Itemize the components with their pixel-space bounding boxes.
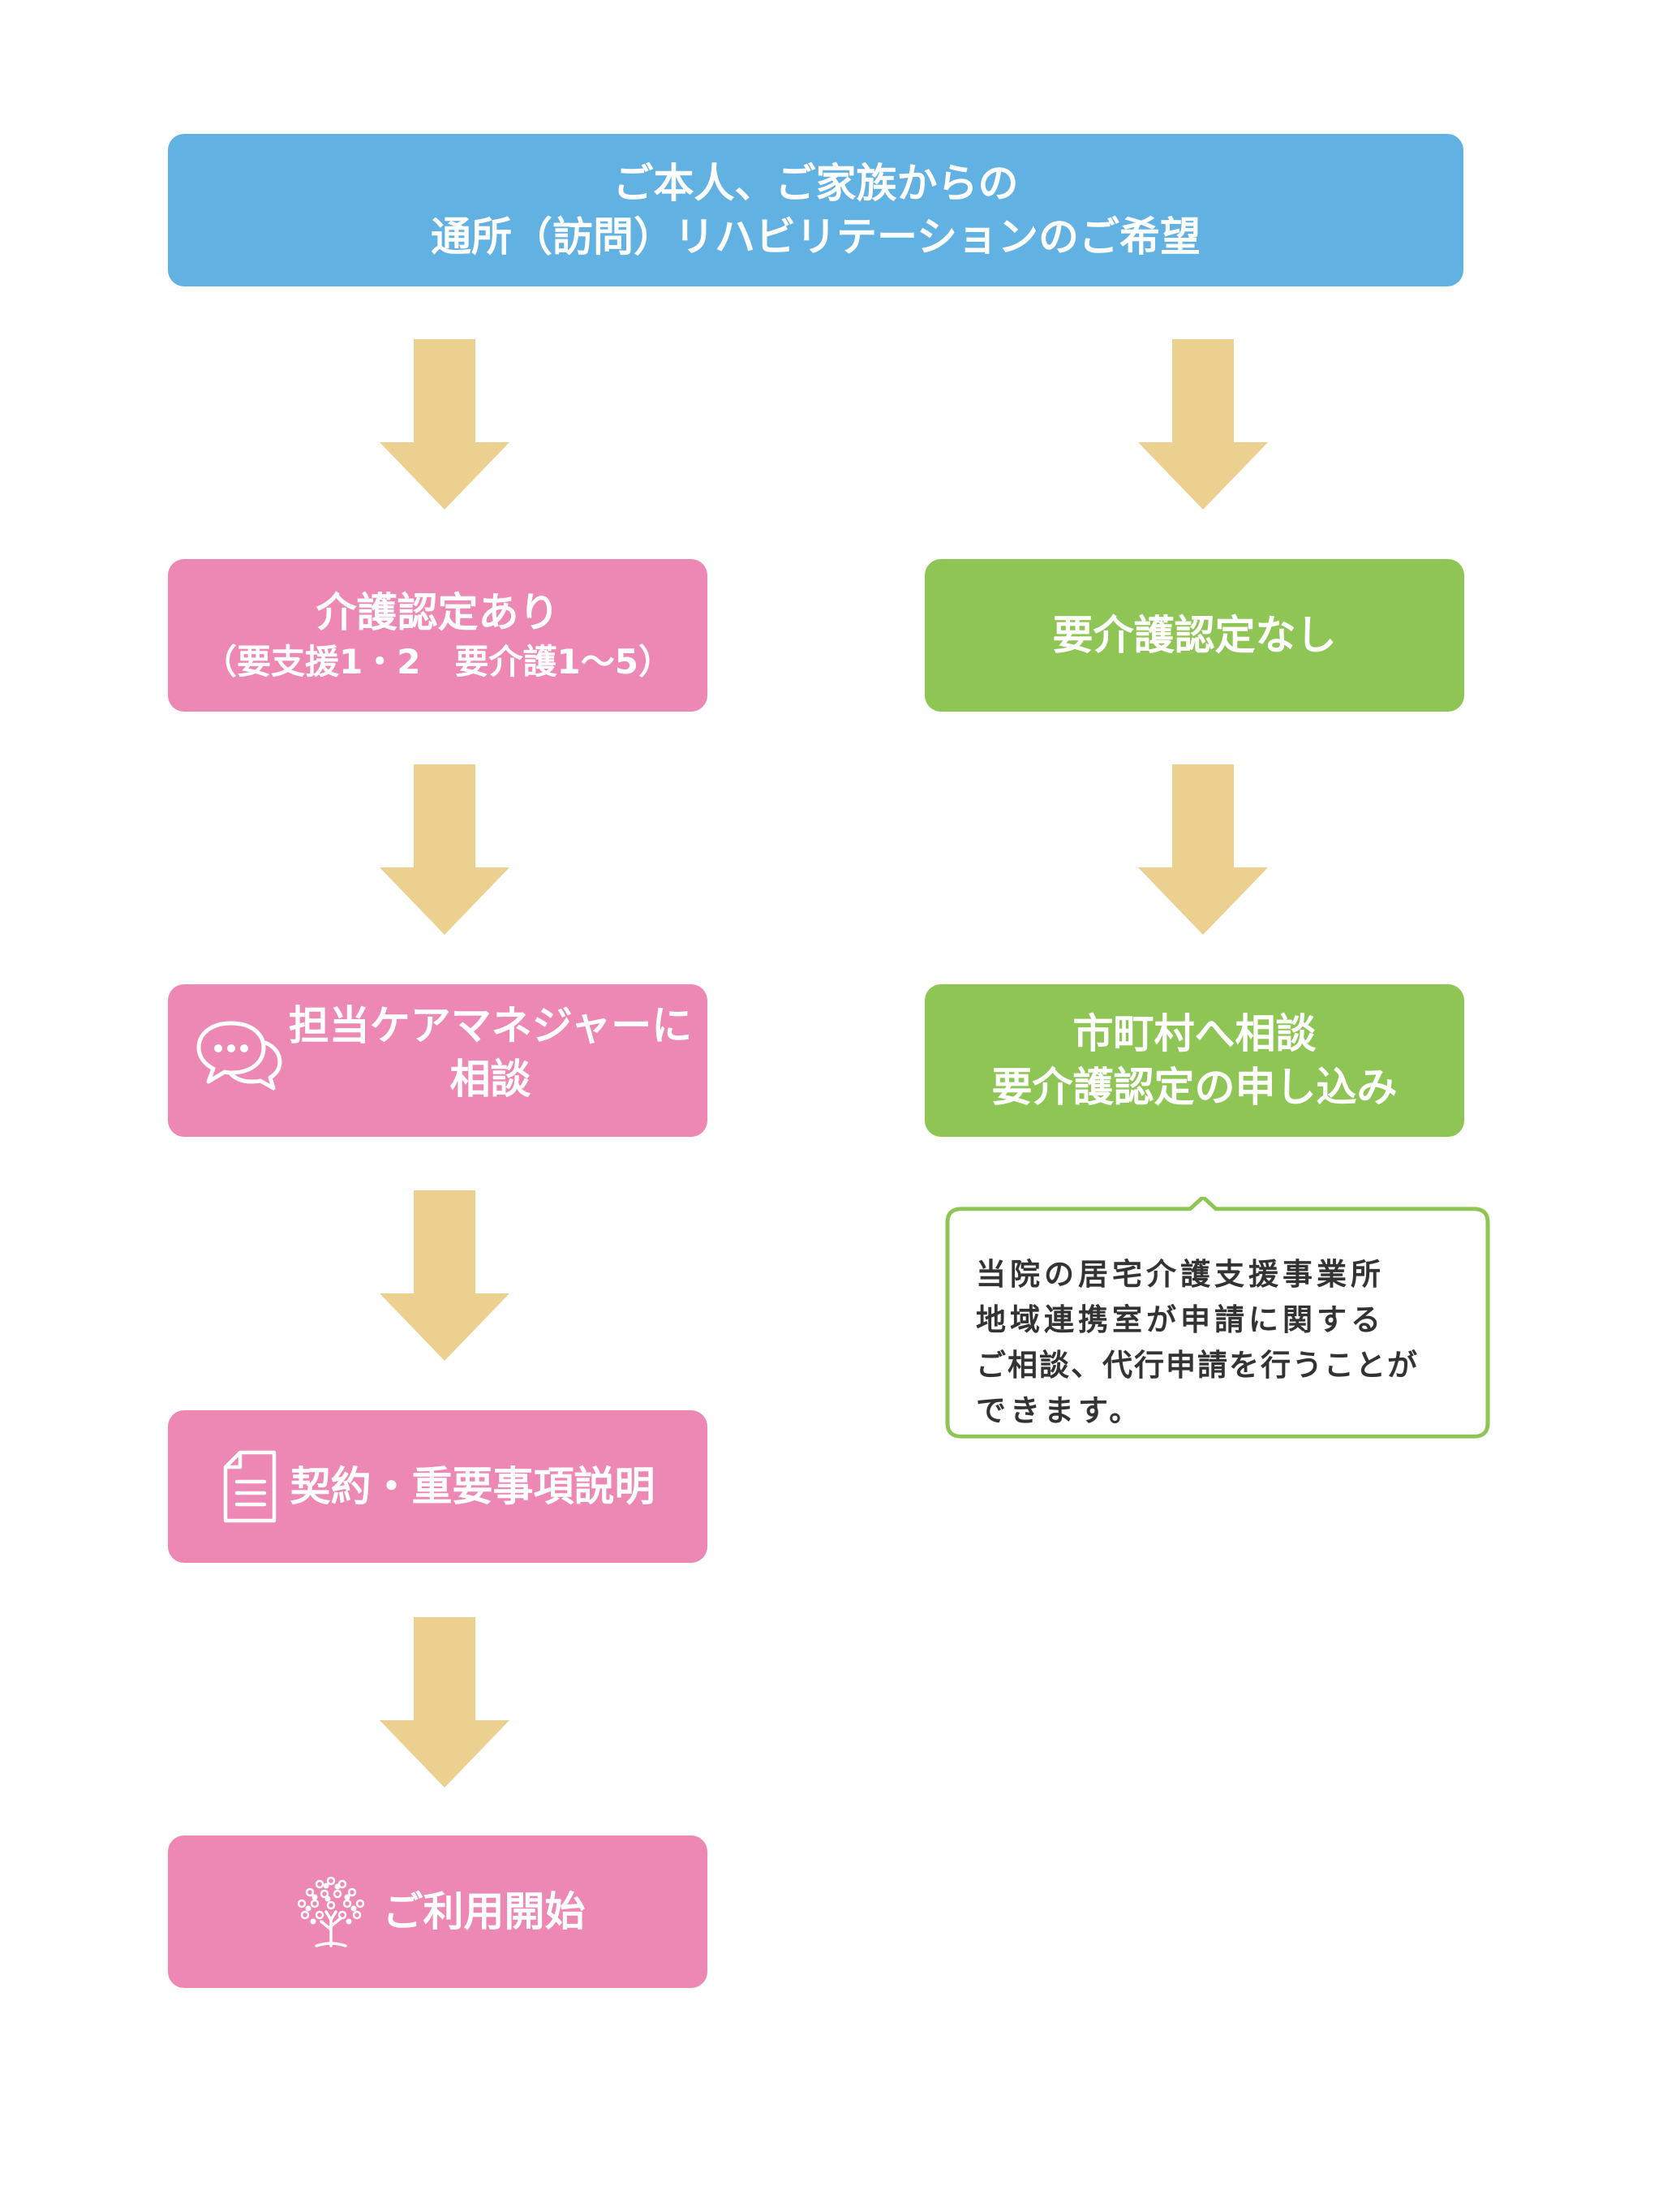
service-start-box: ご利用開始 [168, 1835, 707, 1988]
tree-icon [290, 1873, 372, 1951]
service-start-label: ご利用開始 [382, 1888, 586, 1935]
municipal-consult-line-1: 市町村へ相談 [1072, 1010, 1317, 1057]
support-note-line-3: ご相談、代行申請を行うことが [976, 1348, 1419, 1383]
care-certified-title: 介護認定あり [316, 589, 560, 636]
start-box: ご本人、ご家族からの 通所（訪問）リハビリテーションのご希望 [168, 134, 1463, 286]
arrow-down-icon [380, 764, 509, 935]
care-manager-line-1: 担当ケアマネジャーに [288, 1002, 693, 1049]
municipal-consult-box: 市町村へ相談 要介護認定の申し込み [925, 984, 1464, 1137]
care-certified-box: 介護認定あり （要支援1・2 要介護1〜5） [168, 559, 707, 712]
arrow-down-icon [380, 1190, 509, 1361]
contract-box: 契約・重要事項説明 [168, 1410, 707, 1563]
care-manager-box: 担当ケアマネジャーに 相談 [168, 984, 707, 1137]
municipal-consult-line-2: 要介護認定の申し込み [991, 1064, 1398, 1111]
care-certified-levels: （要支援1・2 要介護1〜5） [203, 642, 672, 682]
start-line-2: 通所（訪問）リハビリテーションのご希望 [431, 213, 1201, 260]
arrow-down-icon [1138, 339, 1268, 510]
arrow-down-icon [380, 1617, 509, 1788]
start-line-1: ご本人、ご家族からの [612, 160, 1019, 207]
care-manager-line-2: 相談 [449, 1056, 531, 1103]
support-note-callout: 当院の居宅介護支援事業所 地域連携室が申請に関する ご相談、代行申請を行うことが… [943, 1197, 1492, 1440]
no-certification-box: 要介護認定なし [925, 559, 1464, 712]
arrow-down-icon [380, 339, 509, 510]
chat-bubbles-icon [194, 1015, 285, 1093]
support-note-line-1: 当院の居宅介護支援事業所 [976, 1257, 1385, 1292]
contract-label: 契約・重要事項説明 [290, 1463, 655, 1510]
arrow-down-icon [1138, 764, 1268, 935]
document-icon [221, 1449, 279, 1524]
support-note-line-4: できます。 [976, 1393, 1144, 1428]
support-note-line-2: 地域連携室が申請に関する [976, 1302, 1385, 1337]
no-certification-label: 要介護認定なし [1052, 612, 1337, 659]
